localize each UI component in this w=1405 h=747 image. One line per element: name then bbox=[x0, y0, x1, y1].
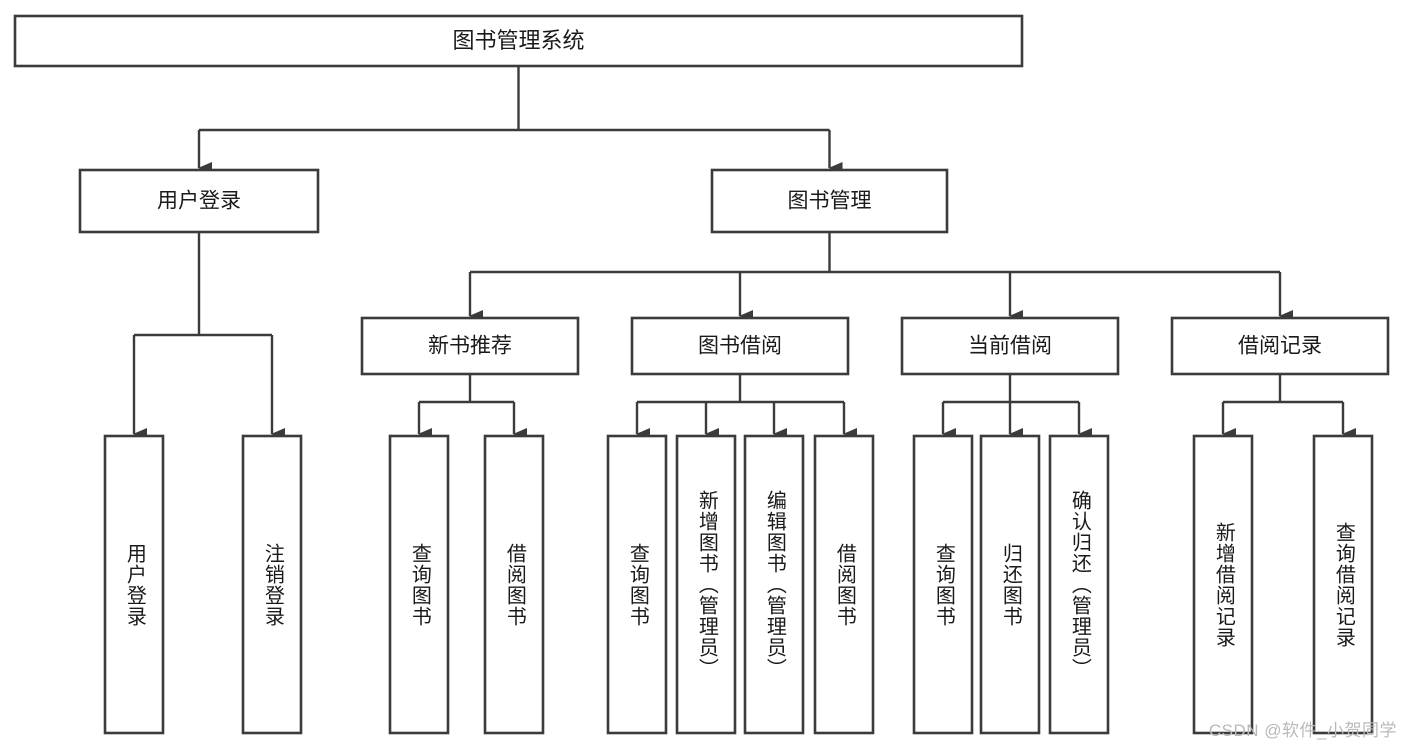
node-label-borrow-record: 借阅记录 bbox=[1238, 335, 1322, 358]
node-leaf-user-login[interactable] bbox=[103, 434, 165, 735]
node-leaf-query-book-borrow[interactable] bbox=[606, 434, 668, 735]
watermark-label: CSDN @软件_小贺同学 bbox=[1208, 721, 1397, 740]
node-book-manage[interactable] bbox=[710, 168, 949, 234]
node-leaf-user-logout[interactable] bbox=[241, 434, 303, 735]
node-leaf-return-book[interactable] bbox=[979, 434, 1041, 735]
boxes-layer bbox=[13, 14, 1390, 735]
connectors-layer bbox=[132, 66, 1356, 440]
node-label-root: 图书管理系统 bbox=[452, 28, 584, 53]
node-leaf-borrow-book[interactable] bbox=[813, 434, 875, 735]
node-user-login[interactable] bbox=[78, 168, 320, 234]
node-leaf-edit-book[interactable] bbox=[743, 434, 805, 735]
node-borrow-record[interactable] bbox=[1170, 316, 1390, 376]
node-label-book-borrow: 图书借阅 bbox=[698, 335, 782, 358]
node-book-borrow[interactable] bbox=[630, 316, 850, 376]
node-label-user-login: 用户登录 bbox=[157, 190, 241, 213]
node-leaf-query-record[interactable] bbox=[1312, 434, 1374, 735]
node-new-book-rec[interactable] bbox=[360, 316, 580, 376]
node-root[interactable] bbox=[13, 14, 1024, 68]
node-leaf-query-book-cur[interactable] bbox=[912, 434, 974, 735]
node-leaf-confirm-return[interactable] bbox=[1048, 434, 1110, 735]
node-label-new-book-rec: 新书推荐 bbox=[428, 335, 512, 358]
node-label-current-borrow: 当前借阅 bbox=[968, 335, 1052, 358]
node-leaf-borrow-book-rec[interactable] bbox=[483, 434, 545, 735]
node-leaf-query-book-rec[interactable] bbox=[388, 434, 450, 735]
node-label-book-manage: 图书管理 bbox=[788, 190, 872, 213]
node-current-borrow[interactable] bbox=[900, 316, 1120, 376]
node-leaf-add-book[interactable] bbox=[675, 434, 737, 735]
node-leaf-add-record[interactable] bbox=[1192, 434, 1254, 735]
